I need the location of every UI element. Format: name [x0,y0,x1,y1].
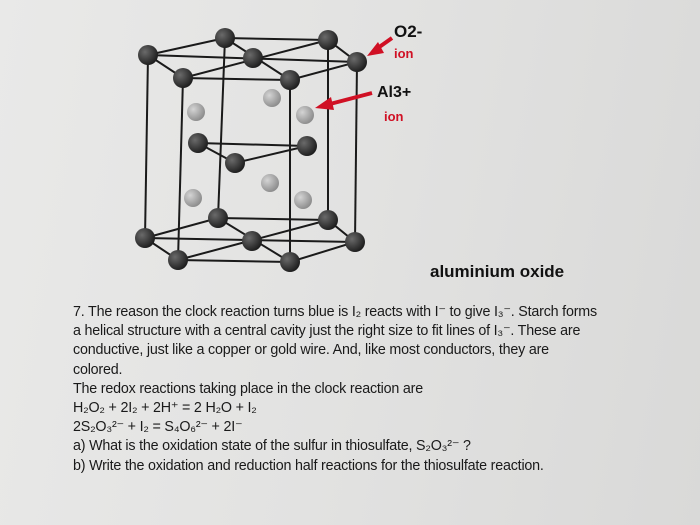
question-part-b: b) Write the oxidation and reduction hal… [73,457,544,474]
question-part-a: a) What is the oxidation state of the su… [73,438,471,455]
question-line: a helical structure with a central cavit… [73,323,581,340]
al-ion-label: Al3+ [377,84,412,101]
question-line: colored. [73,361,123,378]
aluminium-oxide-crystal-diagram [135,28,394,272]
arrow-al-ion [315,91,373,110]
question-line: conductive, just like a copper or gold w… [73,342,549,359]
question-text: 7. The reason the clock reaction turns b… [73,303,673,476]
o-ion-label: O2- [394,22,423,41]
arrow-o-ion [367,36,394,56]
equation-line: H₂O₂ + 2I₂ + 2H⁺ = 2 H₂O + I₂ [73,400,257,417]
al-ion-sublabel: ion [384,109,404,124]
o-ion-sublabel: ion [394,46,414,61]
question-line: The redox reactions taking place in the … [73,380,423,397]
o-ions [135,28,367,272]
equation-line: 2S₂O₃²⁻ + I₂ = S₄O₆²⁻ + 2I⁻ [73,419,243,436]
figure-caption: aluminium oxide [430,262,565,281]
question-line: 7. The reason the clock reaction turns b… [73,304,597,320]
al-ions [184,89,314,209]
